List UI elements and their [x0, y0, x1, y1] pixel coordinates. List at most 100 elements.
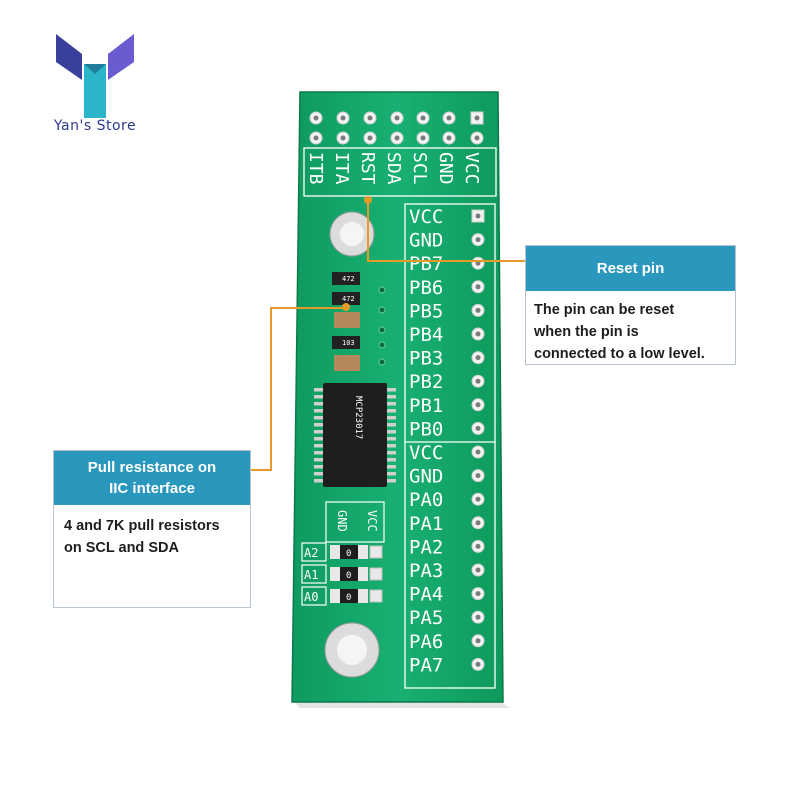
- right-label-pa1-13: PA1: [409, 513, 443, 535]
- ic-lead-right-0: [386, 388, 396, 392]
- ic-lead-right-3: [386, 409, 396, 413]
- ic-lead-left-11: [314, 465, 324, 469]
- top-pin-row2-5-hole: [446, 135, 452, 141]
- right-label-pb3-6: PB3: [409, 348, 443, 370]
- ic-lead-right-13: [386, 479, 396, 483]
- addr-pad-left-1: [330, 567, 340, 581]
- right-pin-13-hole: [475, 520, 481, 526]
- reset-pin-line-2: when the pin is: [534, 324, 639, 340]
- right-label-pa3-15: PA3: [409, 560, 443, 582]
- top-pin-row1-5-hole: [446, 115, 452, 121]
- via-3: [378, 341, 386, 349]
- via-0: [378, 286, 386, 294]
- top-pin-row1-2-hole: [367, 115, 373, 121]
- addr-pad-right-2: [358, 589, 368, 603]
- pull-leader-horizontal: [270, 307, 346, 309]
- right-pin-11-hole: [475, 473, 481, 479]
- ic-marking: MCP23017: [353, 396, 363, 439]
- store-name: Yan's Store: [53, 118, 137, 134]
- via-column: [378, 286, 386, 366]
- top-label-vcc: VCC: [461, 152, 482, 185]
- ic-lead-left-7: [314, 437, 324, 441]
- store-logo: [56, 34, 134, 118]
- right-label-pa7-19: PA7: [409, 654, 443, 676]
- addr-value-a1: 0: [346, 571, 351, 581]
- capacitor-c2: [334, 355, 360, 371]
- reset-pin-title: Reset pin: [526, 246, 735, 291]
- ic-lead-left-3: [314, 409, 324, 413]
- ic-lead-right-1: [386, 395, 396, 399]
- right-pin-6-hole: [475, 355, 481, 361]
- ic-lead-right-8: [386, 444, 396, 448]
- addr-pin-0: [369, 545, 383, 559]
- ic-lead-left-1: [314, 395, 324, 399]
- ic-lead-right-5: [386, 423, 396, 427]
- ic-lead-right-12: [386, 472, 396, 476]
- logo-stem: [84, 64, 106, 118]
- address-gnd-label: GND: [335, 510, 349, 532]
- top-pin-row2-2-hole: [367, 135, 373, 141]
- right-label-vcc-0: VCC: [409, 206, 443, 228]
- pull-leader-stub: [251, 469, 272, 471]
- right-pin-0-hole: [475, 213, 481, 219]
- ic-lead-left-2: [314, 402, 324, 406]
- addr-label-box-a1: [301, 564, 327, 584]
- right-pin-3-hole: [475, 284, 481, 290]
- logo-stem-shade: [84, 64, 106, 74]
- right-label-pb5-4: PB5: [409, 300, 443, 322]
- top-label-rst: RST: [357, 152, 378, 185]
- right-pin-12-hole: [475, 496, 481, 502]
- right-pin-18-hole: [475, 638, 481, 644]
- ic-lead-left-12: [314, 472, 324, 476]
- addr-pad-right-0: [358, 545, 368, 559]
- ic-lead-right-9: [386, 451, 396, 455]
- pull-resistance-callout: Pull resistance on IIC interface 4 and 7…: [53, 450, 251, 608]
- addr-resistor-1: [340, 567, 358, 581]
- right-label-pb0-9: PB0: [409, 418, 443, 440]
- pull-resistance-title-line-1: Pull resistance on: [87, 459, 217, 476]
- right-label-gnd-11: GND: [409, 466, 443, 488]
- reset-leader-horizontal: [367, 260, 527, 262]
- reset-pin-callout: Reset pin The pin can be reset when the …: [525, 245, 736, 365]
- reset-pin-line-3: connected to a low level.: [534, 346, 705, 362]
- top-pin-row2-0-hole: [313, 135, 319, 141]
- top-label-gnd: GND: [435, 152, 456, 185]
- ic-lead-left-5: [314, 423, 324, 427]
- addr-label-a1: A1: [304, 568, 318, 582]
- top-pin-row1-4-hole: [420, 115, 426, 121]
- pull-leader-dot: [342, 303, 350, 311]
- right-label-pa0-12: PA0: [409, 489, 443, 511]
- right-pin-9-hole: [475, 425, 481, 431]
- resistor-code-1: 472: [342, 275, 355, 283]
- right-label-gnd-1: GND: [409, 230, 443, 252]
- top-pin-row1-3-hole: [394, 115, 400, 121]
- ic-lead-left-4: [314, 416, 324, 420]
- logo-right-wing: [108, 34, 134, 80]
- right-label-pa6-18: PA6: [409, 631, 443, 653]
- right-label-pa4-16: PA4: [409, 584, 443, 606]
- reset-pin-description: The pin can be reset when the pin is con…: [526, 291, 735, 365]
- mount-hole-top-inner: [340, 222, 364, 246]
- ic-lead-left-6: [314, 430, 324, 434]
- via-2: [378, 326, 386, 334]
- top-header-pins: [309, 111, 484, 145]
- top-pin-row1-1-hole: [340, 115, 346, 121]
- right-pin-10-hole: [475, 449, 481, 455]
- reset-leader-vertical: [367, 200, 369, 262]
- ic-lead-left-13: [314, 479, 324, 483]
- addr-resistor-2: [340, 589, 358, 603]
- top-label-sda: SDA: [383, 152, 404, 185]
- pull-leader-vertical: [270, 307, 272, 471]
- right-label-pb7-2: PB7: [409, 253, 443, 275]
- right-pin-4-hole: [475, 307, 481, 313]
- addr-label-a2: A2: [304, 546, 318, 560]
- addr-pad-left-2: [330, 589, 340, 603]
- top-pin-row1-6-hole: [474, 115, 480, 121]
- addr-resistor-0: [340, 545, 358, 559]
- ic-lead-right-6: [386, 430, 396, 434]
- pull-resistance-title-line-2: IIC interface: [109, 480, 195, 497]
- reset-pin-line-1: The pin can be reset: [534, 302, 675, 318]
- addr-pin-2: [369, 589, 383, 603]
